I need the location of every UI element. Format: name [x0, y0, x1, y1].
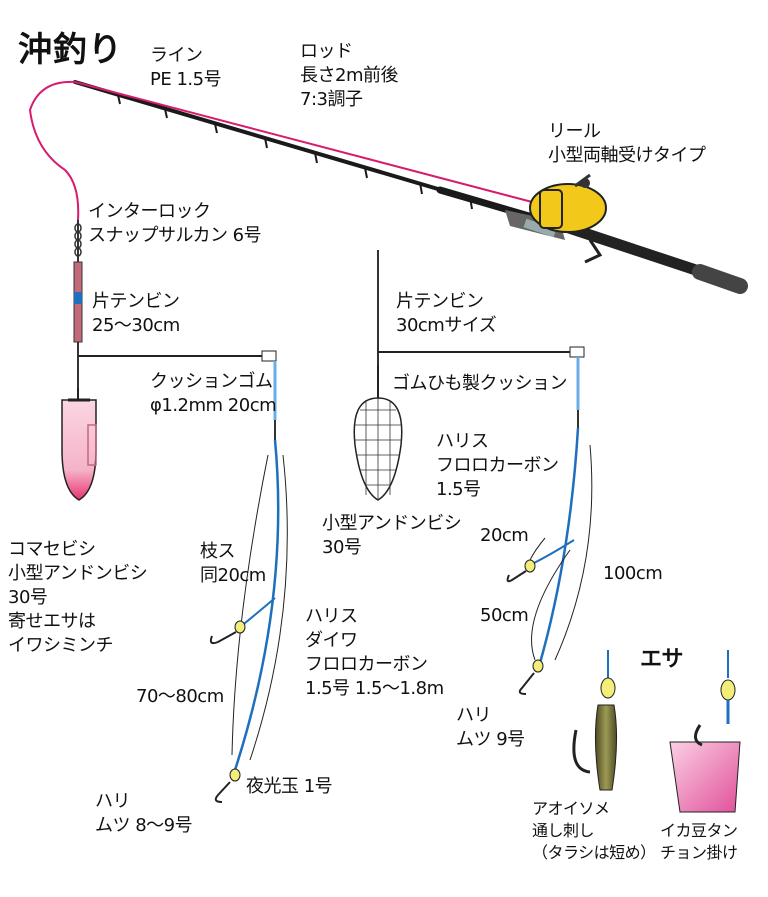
label-hook-left: ハリ ムツ 8〜9号 — [95, 791, 193, 836]
label-bait-worm: アオイソメ 通し刺し （タラシは短め） — [532, 799, 656, 862]
label-length-right-inner: 50cm — [480, 605, 529, 626]
label-bait-squid: イカ豆タン チョン掛け — [660, 821, 738, 862]
label-hook-right: ハリ ムツ 9号 — [456, 705, 525, 750]
label-cushion-left: クッションゴム φ1.2mm 20cm — [150, 371, 277, 416]
label-edasu: 枝ス 同20cm — [200, 541, 266, 586]
label-sinker-right: 小型アンドンビシ 30号 — [322, 513, 462, 558]
label-harisu-right: ハリス フロロカーボン 1.5号 — [436, 431, 559, 500]
bait-squid — [669, 650, 741, 813]
right-rig — [353, 250, 593, 695]
label-harisu-left: ハリス ダイワ フロロカーボン 1.5号 1.5〜1.8m — [305, 606, 444, 699]
pe-line — [28, 80, 556, 221]
page-title: 沖釣り — [18, 30, 123, 70]
bait-worm — [572, 650, 618, 791]
label-cushion-right: ゴムひも製クッション — [392, 373, 568, 394]
label-komase: コマセビシ 小型アンドンビシ 30号 寄せエサは イワシミンチ — [8, 539, 148, 656]
rod — [73, 80, 748, 294]
reel — [529, 173, 607, 264]
label-branch-right: 20cm — [480, 525, 529, 546]
label-rod: ロッド 長さ2m前後 7:3調子 — [300, 41, 399, 110]
label-reel: リール 小型両軸受けタイプ — [548, 121, 706, 166]
label-yakodama: 夜光玉 1号 — [246, 776, 333, 797]
label-tenbin-right: 片テンビン 30cmサイズ — [396, 291, 497, 336]
label-tenbin-left: 片テンビン 25〜30cm — [92, 291, 180, 336]
left-rig — [61, 220, 288, 803]
label-length-left: 70〜80cm — [136, 686, 224, 707]
label-line: ライン PE 1.5号 — [150, 45, 222, 90]
label-bait-title: エサ — [640, 647, 684, 672]
label-length-right-outer: 100cm — [603, 563, 663, 584]
label-swivel: インターロック スナップサルカン 6号 — [88, 201, 262, 246]
